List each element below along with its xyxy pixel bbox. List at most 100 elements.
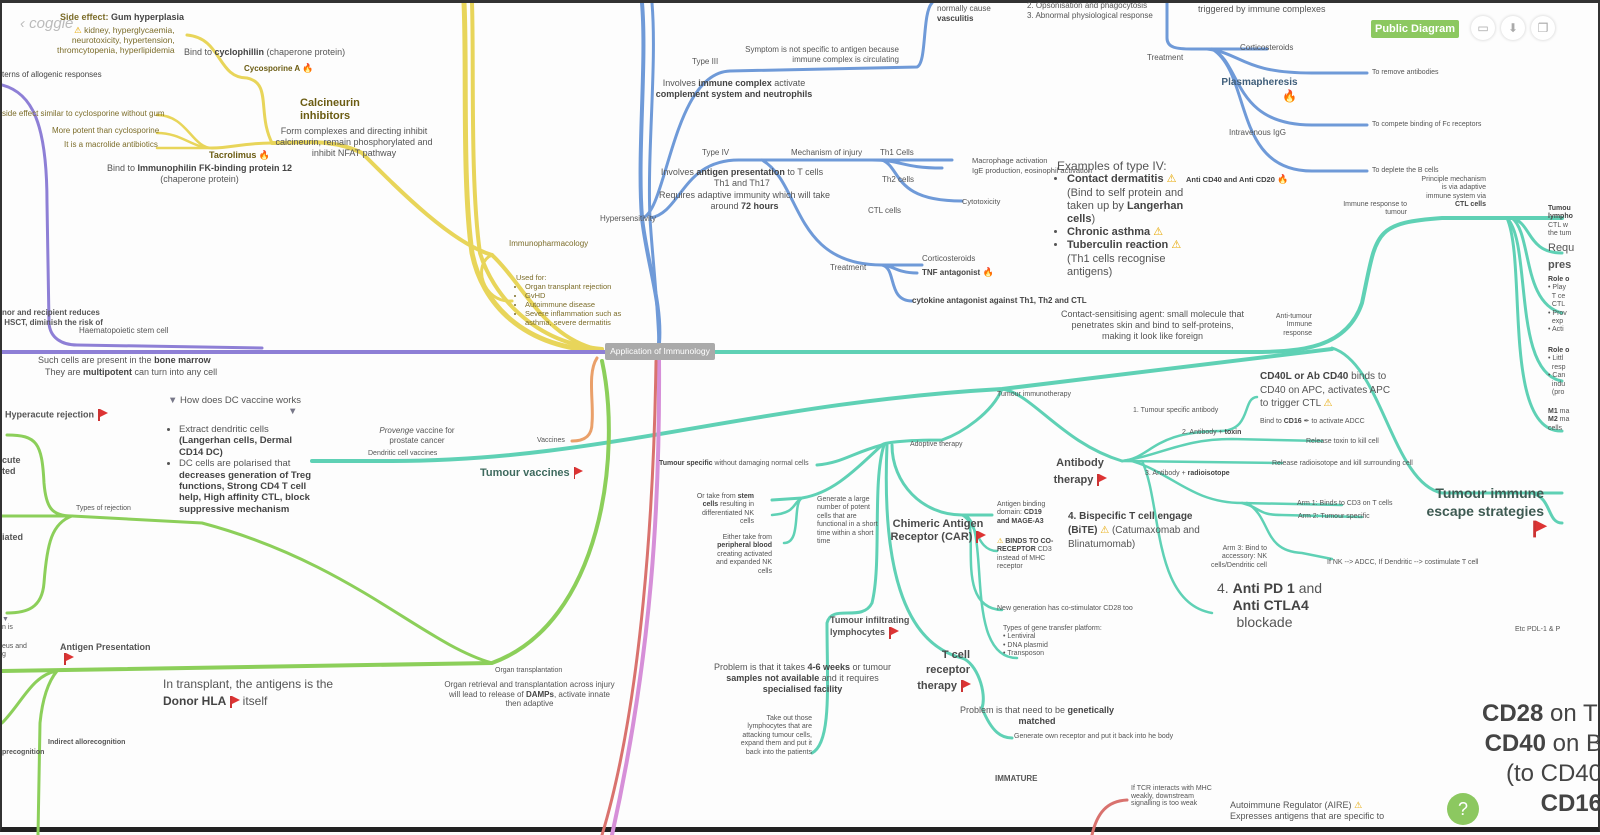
node-examples-type-iv[interactable]: Examples of type IV: Contact dermatitis … [1057, 159, 1197, 279]
node-cyclosporine[interactable]: Cycosporine A 🔥 [244, 63, 313, 74]
node-calcineurin-inhibitors[interactable]: Calcineurin inhibitors [300, 97, 360, 123]
node-problem-til[interactable]: Problem is that it takes 4-6 weeks or tu… [710, 662, 895, 694]
node-ab1[interactable]: 1. Tumour specific antibody [1133, 407, 1219, 414]
node-antigen-presentation[interactable]: Antigen Presentation [60, 642, 151, 665]
node-deplete-b[interactable]: To deplete the B cells [1372, 167, 1439, 174]
node-types-rejection[interactable]: Types of rejection [76, 505, 131, 512]
node-dc-question[interactable]: ▼ How does DC vaccine works▼ [168, 395, 301, 418]
node-mediated[interactable]: iated [2, 532, 24, 542]
node-stem-cells[interactable]: Or take from stem cells resulting in dif… [692, 493, 754, 527]
node-arm3[interactable]: Arm 3: Bind to accessory: NK cells/Dendr… [1210, 545, 1267, 569]
node-remove-antibodies[interactable]: To remove antibodies [1372, 69, 1439, 76]
node-hypersensitivity[interactable]: Hypersensitivity [600, 214, 657, 223]
node-cd16[interactable]: Bind to CD16 ✒ to activate ADCC [1260, 418, 1365, 426]
node-arm1[interactable]: Arm 1: Binds to CD3 on T cells [1297, 500, 1393, 507]
node-cd40l[interactable]: CD40L or Ab CD40 binds to CD40 on APC, a… [1260, 370, 1400, 411]
node-bite[interactable]: 4. Bispecific T cell engage (BiTE) ⚠ (Ca… [1068, 510, 1202, 552]
node-right-pres[interactable]: pres [1548, 259, 1572, 271]
node-bind-fk[interactable]: Bind to Immunophilin FK-binding protein … [107, 163, 292, 185]
download-button[interactable]: ⬇ [1501, 16, 1525, 40]
node-dc-explanation[interactable]: Extract dendritic cells (Langerhan cells… [167, 424, 317, 515]
node-ab3[interactable]: 3. Antibody + radioisotope [1145, 470, 1230, 478]
node-organ-transplantation[interactable]: Organ transplantation [495, 667, 563, 674]
node-tcr-therapy[interactable]: T cell receptor therapy [902, 648, 971, 694]
node-right-requ[interactable]: Requ [1548, 242, 1575, 254]
node-generate-own[interactable]: Generate own receptor and put it back in… [1014, 733, 1174, 740]
node-generate-large[interactable]: Generate a large number of potent cells … [817, 496, 878, 545]
node-role-1[interactable]: Role o • Play T ce CTL• Prov exp• Acti [1548, 276, 1569, 335]
node-side-effects-list[interactable]: ⚠ kidney, hyperglycaemia,neurotoxicity, … [57, 25, 175, 56]
present-button[interactable]: ▭ [1471, 16, 1495, 40]
node-used-for[interactable]: Used for: Organ transplant rejection GvH… [516, 273, 650, 327]
node-ige[interactable]: IgE production, eosinophil activation [972, 166, 1093, 175]
node-new-generation[interactable]: New generation has co-stimulator CD28 to… [997, 605, 1133, 612]
node-th1[interactable]: Th1 Cells [880, 148, 914, 157]
node-anti-cd40-cd20[interactable]: Anti CD40 and Anti CD20 🔥 [1186, 174, 1288, 185]
node-peripheral-blood[interactable]: Either take from peripheral blood creati… [707, 534, 772, 576]
root-node[interactable]: Application of Immunology [605, 343, 715, 360]
node-donor-hla[interactable]: In transplant, the antigens is the Donor… [163, 676, 333, 711]
node-treatment-2[interactable]: Treatment [1147, 53, 1184, 62]
node-tumour-vaccines[interactable]: Tumour vaccines [480, 467, 584, 480]
node-direct[interactable]: precognition [2, 749, 45, 756]
node-treatment[interactable]: Treatment [830, 263, 867, 272]
node-antigen-binding[interactable]: Antigen binding domain: CD19 and MAGE-A3 [997, 501, 1052, 526]
node-release-radio[interactable]: Release radioisotope and kill surroundin… [1272, 460, 1413, 467]
node-vaccines[interactable]: Vaccines [537, 437, 565, 444]
node-if-nk[interactable]: If NK --> ADCC, If Dendritic --> costimu… [1327, 559, 1479, 566]
node-ab2[interactable]: 2. Antibody + toxin [1182, 429, 1241, 437]
node-provenge[interactable]: Provenge vaccine for prostate cancer [367, 426, 467, 445]
node-tumour-immunotherapy[interactable]: Tumour immunotherapy [997, 391, 1072, 398]
node-immunopharmacology[interactable]: Immunopharmacology [509, 239, 589, 248]
node-donor[interactable]: nor and recipient reduces HSCT, diminish… [2, 308, 103, 327]
help-button[interactable]: ? [1447, 793, 1479, 825]
node-tumour-specific[interactable]: Tumour specific without damaging normal … [659, 460, 809, 468]
public-diagram-badge[interactable]: Public Diagram [1371, 20, 1460, 38]
node-take-out[interactable]: Take out those lymphocytes that are atta… [740, 715, 812, 756]
node-cytokine[interactable]: cytokine antagonist against Th1, Th2 and… [912, 296, 1087, 305]
node-til[interactable]: Tumour infiltrating lymphocytes [830, 614, 910, 639]
node-problem-tcr[interactable]: Problem is that need to be genetically m… [957, 705, 1117, 727]
node-type-iv[interactable]: Type IV [702, 148, 730, 157]
copy-button[interactable]: ❐ [1531, 16, 1555, 40]
node-more-potent[interactable]: More potent than cyclosporine [52, 126, 160, 135]
node-plasmapheresis[interactable]: Plasmapheresis🔥 [1202, 77, 1317, 104]
node-mechanism[interactable]: Mechanism of injury [791, 148, 863, 157]
node-ctl[interactable]: CTL cells [868, 206, 902, 215]
node-aire[interactable]: Autoimmune Regulator (AIRE) ⚠Expresses a… [1230, 800, 1384, 822]
node-anti-tumour[interactable]: Anti-tumour Immune response [1275, 313, 1312, 337]
node-corticosteroids[interactable]: Corticosteroids [922, 254, 976, 263]
node-haematopoietic[interactable]: Haematopoietic stem cell [79, 326, 169, 335]
node-symptom[interactable]: Symptom is not specific to antigen becau… [745, 45, 899, 64]
node-arm2[interactable]: Arm 2: Tumour specific [1298, 513, 1370, 520]
node-gene-transfer[interactable]: Types of gene transfer platform: • Lenti… [1003, 625, 1102, 659]
node-bind-cyclophillin[interactable]: Bind to cyclophillin (chaperone protein) [184, 47, 345, 58]
node-binds-co-receptor[interactable]: ⚠ BINDS TO CO-RECEPTOR CD3 instead of MH… [997, 538, 1055, 572]
node-hyperacute[interactable]: Hyperacute rejection [5, 409, 108, 421]
node-principle-mechanism[interactable]: Principle mechanism is via adaptive immu… [1420, 176, 1486, 210]
node-multipotent[interactable]: They are multipotent can turn into any c… [45, 367, 217, 378]
node-tacrolimus[interactable]: Tacrolimus 🔥 [209, 150, 270, 161]
node-type-iii[interactable]: Type III [692, 57, 719, 66]
coggle-logo[interactable]: ‹ coggle [20, 15, 73, 32]
node-form-complexes[interactable]: Form complexes and directing inhibit cal… [275, 126, 433, 158]
node-car[interactable]: Chimeric Antigen Receptor (CAR) [884, 518, 992, 544]
node-macrolide[interactable]: It is a macrolide antibiotics [64, 140, 158, 149]
node-th2[interactable]: Th2 cells [882, 175, 915, 184]
node-bone-marrow[interactable]: Such cells are present in the bone marro… [38, 355, 211, 366]
node-tnf[interactable]: TNF antagonist 🔥 [922, 267, 994, 278]
node-triggered[interactable]: triggered by immune complexes [1198, 4, 1326, 14]
node-indirect[interactable]: Indirect allorecognition [48, 739, 126, 746]
node-release-toxin[interactable]: Release toxin to kill cell [1306, 438, 1379, 445]
node-contact-sensitising[interactable]: Contact-sensitising agent: small molecul… [1060, 309, 1245, 341]
node-organ-retrieval[interactable]: Organ retrieval and transplantation acro… [442, 680, 617, 709]
node-side-similar[interactable]: side effect similar to cyclosporine with… [2, 109, 165, 118]
node-cytotoxicity[interactable]: Cytotoxicity [962, 197, 1001, 206]
